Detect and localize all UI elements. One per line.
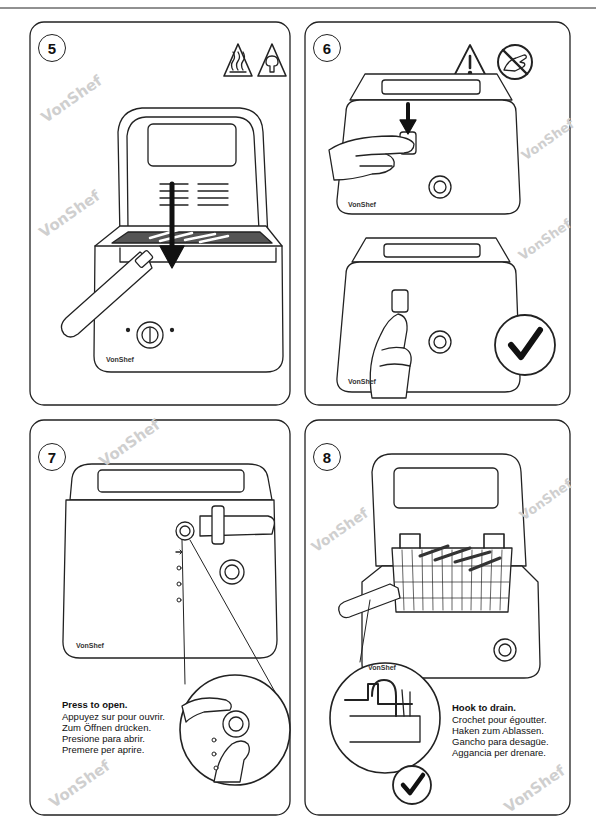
step-number-text: 8 — [323, 450, 331, 465]
watermark: VonShef — [516, 216, 574, 263]
caption-text: Aggancia per drenare. — [452, 748, 546, 759]
caption-text: Appuyez sur pour ouvrir. — [62, 712, 165, 723]
step-number: 5 — [38, 34, 66, 62]
caption-title: Press to open. — [62, 700, 127, 711]
watermark: VonShef — [501, 763, 568, 817]
watermark: VonShef — [517, 476, 575, 523]
brand-logo: VonShef — [76, 642, 104, 650]
step-number: 6 — [313, 34, 341, 62]
caption-text: Gancho para desagüe. — [452, 737, 549, 748]
step-number-text: 5 — [48, 41, 56, 56]
watermark: VonShef — [309, 505, 372, 556]
caption-text: Crochet pour égoutter. — [452, 715, 547, 726]
watermark: VonShef — [38, 73, 105, 127]
step-number-text: 6 — [323, 41, 331, 56]
step-number: 7 — [38, 443, 66, 471]
caption-title: Hook to drain. — [452, 703, 516, 714]
caption-text: Zum Öffnen drücken. — [62, 723, 151, 734]
caption-text: Haken zum Ablassen. — [452, 726, 544, 737]
brand-logo: VonShef — [348, 378, 376, 386]
watermark: VonShef — [96, 417, 163, 471]
caption-text: Premere per aprire. — [62, 745, 144, 756]
watermark: VonShef — [519, 116, 577, 163]
caption-text: Presione para abrir. — [62, 734, 145, 745]
watermark: VonShef — [46, 758, 113, 812]
brand-logo: VonShef — [106, 356, 134, 364]
brand-logo: VonShef — [368, 664, 396, 672]
step-number-text: 7 — [48, 450, 56, 465]
watermark: VonShef — [36, 188, 103, 242]
brand-logo: VonShef — [348, 201, 376, 209]
step-number: 8 — [313, 443, 341, 471]
